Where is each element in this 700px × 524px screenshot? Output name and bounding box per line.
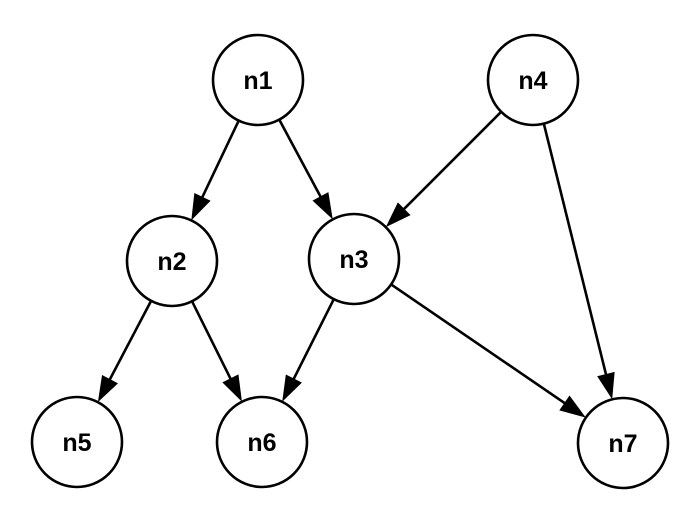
edge-n4-to-n7: [542, 123, 609, 381]
graph-node-n6[interactable]: n6: [215, 395, 309, 489]
arrowhead-icon-n1-to-n3: [312, 192, 333, 220]
arrowhead-icon-n2-to-n6: [222, 374, 242, 402]
arrowhead-icon-n1-to-n2: [191, 193, 211, 221]
node-circle-n1[interactable]: [211, 33, 305, 127]
arrowhead-icon-n2-to-n5: [97, 374, 118, 403]
node-circle-n3[interactable]: [307, 212, 401, 306]
graph-node-n5[interactable]: n5: [30, 395, 124, 489]
node-label-n5: n5: [62, 429, 91, 457]
edge-n3-to-n6: [290, 298, 335, 385]
node-label-n6: n6: [247, 429, 276, 457]
node-circle-n7[interactable]: [576, 396, 670, 490]
node-label-n1: n1: [243, 67, 272, 95]
node-circle-n2[interactable]: [125, 214, 219, 308]
edge-n1-to-n2: [198, 120, 240, 203]
edge-n3-to-n7: [390, 283, 571, 408]
edges-layer: [97, 110, 615, 418]
edge-n4-to-n3: [399, 110, 503, 214]
arrowhead-icon-n3-to-n7: [559, 395, 586, 418]
arrowhead-icon-n4-to-n7: [597, 371, 615, 400]
edge-n2-to-n5: [106, 300, 153, 386]
node-circle-n5[interactable]: [30, 395, 124, 489]
node-circle-n6[interactable]: [215, 395, 309, 489]
graph-node-n2[interactable]: n2: [125, 214, 219, 308]
nodes-layer: n1 n2 n3 n4 n5 n6 n7: [30, 33, 670, 490]
node-label-n7: n7: [608, 430, 637, 458]
graph-node-n4[interactable]: n4: [486, 33, 580, 127]
graph-node-n7[interactable]: n7: [576, 396, 670, 490]
node-circle-n4[interactable]: [486, 33, 580, 127]
graph-node-n3[interactable]: n3: [307, 212, 401, 306]
arrowhead-icon-n4-to-n3: [385, 202, 411, 228]
edge-n1-to-n3: [278, 119, 325, 203]
node-label-n3: n3: [339, 246, 368, 274]
graph-node-n1[interactable]: n1: [211, 33, 305, 127]
arrowhead-icon-n3-to-n6: [282, 374, 302, 402]
node-label-n4: n4: [518, 67, 547, 95]
node-label-n2: n2: [157, 248, 186, 276]
edge-n2-to-n6: [190, 300, 235, 385]
